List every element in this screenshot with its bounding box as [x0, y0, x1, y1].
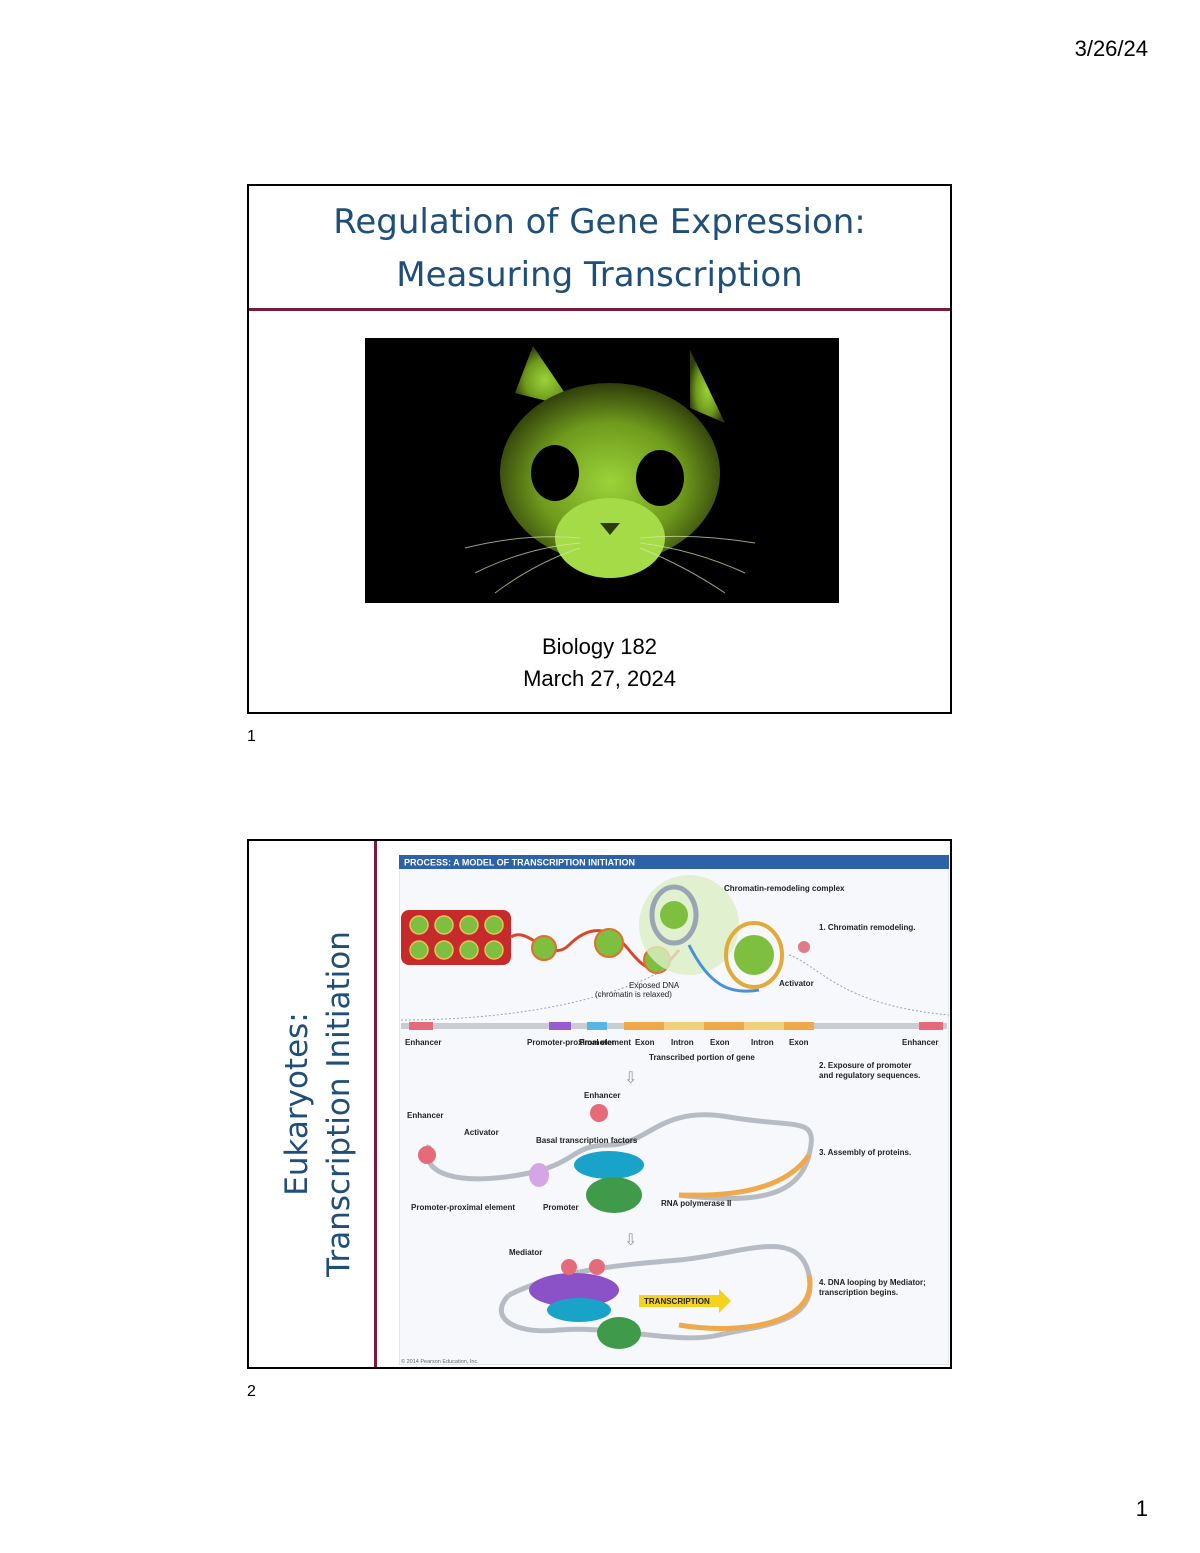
label-step4-line1: 4. DNA looping by Mediator;	[819, 1278, 926, 1287]
label-step2-line1: 2. Exposure of promoter	[819, 1061, 911, 1070]
copyright-notice: © 2014 Pearson Education, Inc.	[401, 1358, 479, 1365]
slide-2-title-line1: Eukaryotes:	[279, 1012, 315, 1196]
label-promoter-1: Promoter	[579, 1038, 615, 1047]
label-step1: 1. Chromatin remodeling.	[819, 923, 915, 932]
slide-2: Eukaryotes: Transcription Initiation PRO…	[247, 839, 952, 1369]
title-divider	[249, 308, 950, 311]
label-exposed-dna: Exposed DNA	[629, 981, 680, 990]
label-activator-2: Activator	[464, 1128, 499, 1137]
label-remodeling-complex: Chromatin-remodeling complex	[724, 884, 845, 893]
label-promoter-2: Promoter	[543, 1203, 579, 1212]
slide-1-number: 1	[247, 728, 256, 745]
label-intron-2: Intron	[751, 1038, 774, 1047]
label-step4-line2: transcription begins.	[819, 1288, 898, 1297]
down-arrow-1: ⇩	[624, 1070, 637, 1087]
slide-1-subtitle: Biology 182 March 27, 2024	[249, 631, 950, 695]
svg-text:Chromatin-remodeling complex: Chromatin-remodeling complex	[724, 884, 845, 893]
label-promoter-proximal-element: Promoter-proximal element	[411, 1203, 515, 1212]
label-enhancer-3a: Enhancer	[407, 1111, 443, 1120]
label-enhancer-right: Enhancer	[902, 1038, 938, 1047]
label-step3: 3. Assembly of proteins.	[819, 1148, 911, 1157]
slide-1-title-line2: Measuring Transcription	[396, 255, 803, 295]
glowing-cat-photo	[365, 338, 839, 603]
linear-dna-map	[401, 1022, 947, 1030]
slide-2-title-line2: Transcription Initiation	[321, 931, 357, 1278]
slide-1-title: Regulation of Gene Expression: Measuring…	[249, 196, 950, 302]
chromatin-fiber	[401, 910, 681, 974]
label-transcription: TRANSCRIPTION	[644, 1297, 710, 1306]
label-step2-line2: and regulatory sequences.	[819, 1071, 920, 1080]
label-activator-1: Activator	[779, 979, 814, 988]
slide-2-title: Eukaryotes: Transcription Initiation	[249, 841, 373, 1367]
label-enhancer-3b: Enhancer	[584, 1091, 620, 1100]
activator-protein	[798, 941, 810, 953]
down-arrow-2: ⇩	[624, 1232, 637, 1249]
header-date: 3/26/24	[1074, 36, 1148, 61]
label-exon-1: Exon	[635, 1038, 655, 1047]
diagram-header: PROCESS: A MODEL OF TRANSCRIPTION INITIA…	[404, 858, 635, 868]
transcription-initiation-diagram: PROCESS: A MODEL OF TRANSCRIPTION INITIA…	[398, 854, 950, 1366]
page-number: 1	[1135, 1496, 1148, 1521]
title-divider-vertical	[374, 841, 377, 1367]
label-enhancer-left: Enhancer	[405, 1038, 441, 1047]
label-promoter-proximal: Promoter-proximal element	[527, 1038, 631, 1047]
label-rna-pol: RNA polymerase II	[661, 1199, 731, 1208]
label-mediator: Mediator	[509, 1248, 542, 1257]
lecture-date: March 27, 2024	[523, 666, 676, 691]
course-name: Biology 182	[542, 634, 657, 659]
slide-2-number: 2	[247, 1383, 256, 1400]
slide-1-title-line1: Regulation of Gene Expression:	[333, 202, 866, 242]
label-intron-1: Intron	[671, 1038, 694, 1047]
label-exon-3: Exon	[789, 1038, 809, 1047]
label-exposed-dna-note: (chromatin is relaxed)	[595, 990, 672, 999]
slide-1: Regulation of Gene Expression: Measuring…	[247, 184, 952, 714]
chromatin-remodeling-complex	[649, 884, 699, 946]
label-basal-tf: Basal transcription factors	[536, 1136, 638, 1145]
label-exon-2: Exon	[710, 1038, 730, 1047]
dna-looping	[498, 1244, 813, 1349]
protein-assembly	[418, 1104, 814, 1213]
label-transcribed-portion: Transcribed portion of gene	[649, 1053, 755, 1062]
